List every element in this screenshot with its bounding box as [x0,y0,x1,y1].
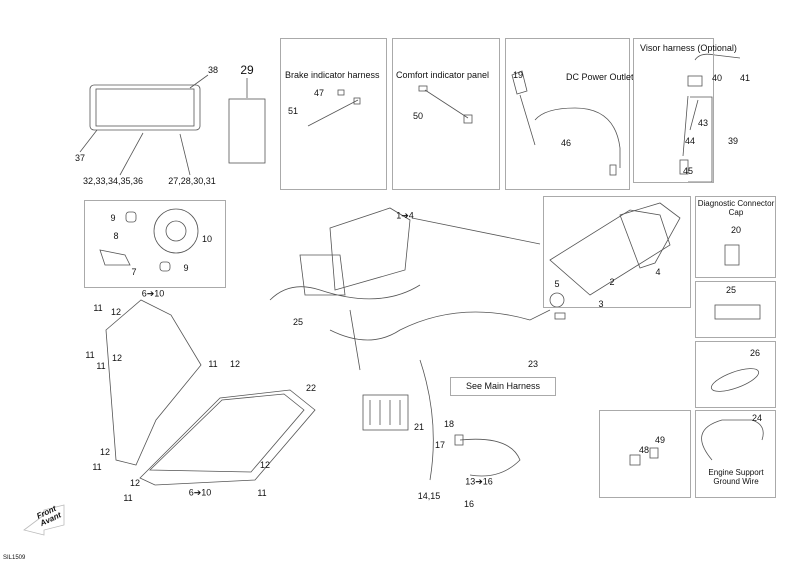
regulator-drawing [362,394,409,431]
dc-outlet-drawing [511,70,621,176]
dc-outlet-title: DC Power Outlet [566,72,634,82]
callout: 12 [229,359,241,369]
fuse-box-drawing [79,74,209,176]
callout: 11 [93,303,103,313]
callout: 8 [113,231,119,241]
callout: 6➔10 [141,288,165,299]
ground-wire-drawing [701,419,764,461]
callout: 25 [292,317,304,327]
callout: 14,15 [417,491,441,501]
comfort-panel [392,38,500,190]
callout: 39 [727,136,739,146]
bulb-panel [84,200,226,288]
grease-tube-drawing [714,304,761,320]
fastener-drawing [629,447,659,466]
brake-harness-title: Brake indicator harness [285,70,380,80]
callout: 4 [655,267,661,277]
callout: 12 [111,353,123,363]
callout: 11 [257,488,267,498]
callout: 12 [110,307,122,317]
grease-panel [695,281,776,338]
callout: 12 [259,460,271,470]
callout: 9 [183,263,189,273]
callout: 45 [682,166,694,176]
callout: 50 [412,111,424,121]
callout: 24 [751,413,763,423]
brake-harness-panel [280,38,387,190]
comfort-harness-drawing [418,85,473,124]
callout: 18 [443,419,455,429]
callout: 16 [463,499,475,509]
callout: 13➔16 [465,476,493,487]
main-harness-label: See Main Harness [466,381,541,391]
ground-wire-title: Engine Support Ground Wire [708,468,764,486]
visor-title: Visor harness (Optional) [640,43,737,53]
callout: 40 [711,73,723,83]
front-arrow [23,504,65,536]
cluster-panel [543,196,691,308]
callout: 9 [110,213,116,223]
headlight-housing-left [105,299,202,466]
ground-wire-panel [695,410,776,498]
visor-panel [633,38,714,183]
callout: 21 [413,422,425,432]
callout: 11 [85,350,95,360]
callout: 29 [240,63,254,77]
callout: 1➔4 [396,210,414,221]
diagnostic-panel [695,196,776,278]
callout: 11 [96,361,106,371]
callout: 48 [638,445,650,455]
callout: 51 [287,106,299,116]
callout: 44 [684,136,696,146]
callout: 43 [697,118,709,128]
comfort-panel-title: Comfort indicator panel [396,70,490,80]
headlight-housing-right [139,389,316,486]
callout: 25 [725,285,737,295]
callout: 22 [305,383,317,393]
instrument-cluster-drawing [329,202,681,308]
callout: 11 [208,359,218,369]
callout: 23 [527,359,539,369]
callout: 12 [129,478,141,488]
callout: 10 [201,234,213,244]
callout: 19 [512,70,524,80]
fuse-label-drawing [228,78,266,164]
callout: 47 [313,88,325,98]
drawing-code: SIL1509 [3,555,26,561]
callout: 2 [609,277,615,287]
diag-cap-drawing [724,244,740,266]
callout: 7 [131,267,137,277]
main-harness-note [450,377,556,396]
callout: 49 [654,435,666,445]
headlight-bulb-drawing [99,208,199,272]
callout: 5 [554,279,560,289]
callout: 37 [74,153,86,163]
callout: 32,33,34,35,36 [82,176,144,186]
callout: 41 [739,73,751,83]
callout: 46 [560,138,572,148]
callout: 11 [92,462,102,472]
strap-panel [695,341,776,408]
dc-outlet-panel [505,38,630,190]
fastener-panel [599,410,691,498]
callout: 26 [749,348,761,358]
main-harness-drawing [269,254,566,481]
coiled-wire-drawing [454,434,521,477]
callout: 6➔10 [188,487,212,498]
callout: 12 [99,447,111,457]
callout: 11 [123,493,133,503]
callout: 20 [730,225,742,235]
callout: 3 [598,299,604,309]
diagnostic-title: Diagnostic Connector Cap [697,199,775,217]
callout: 27,28,30,31 [168,176,216,186]
callout: 17 [434,440,446,450]
callout: 38 [207,65,219,75]
strap-drawing [710,368,760,392]
brake-harness-drawing [307,89,361,127]
